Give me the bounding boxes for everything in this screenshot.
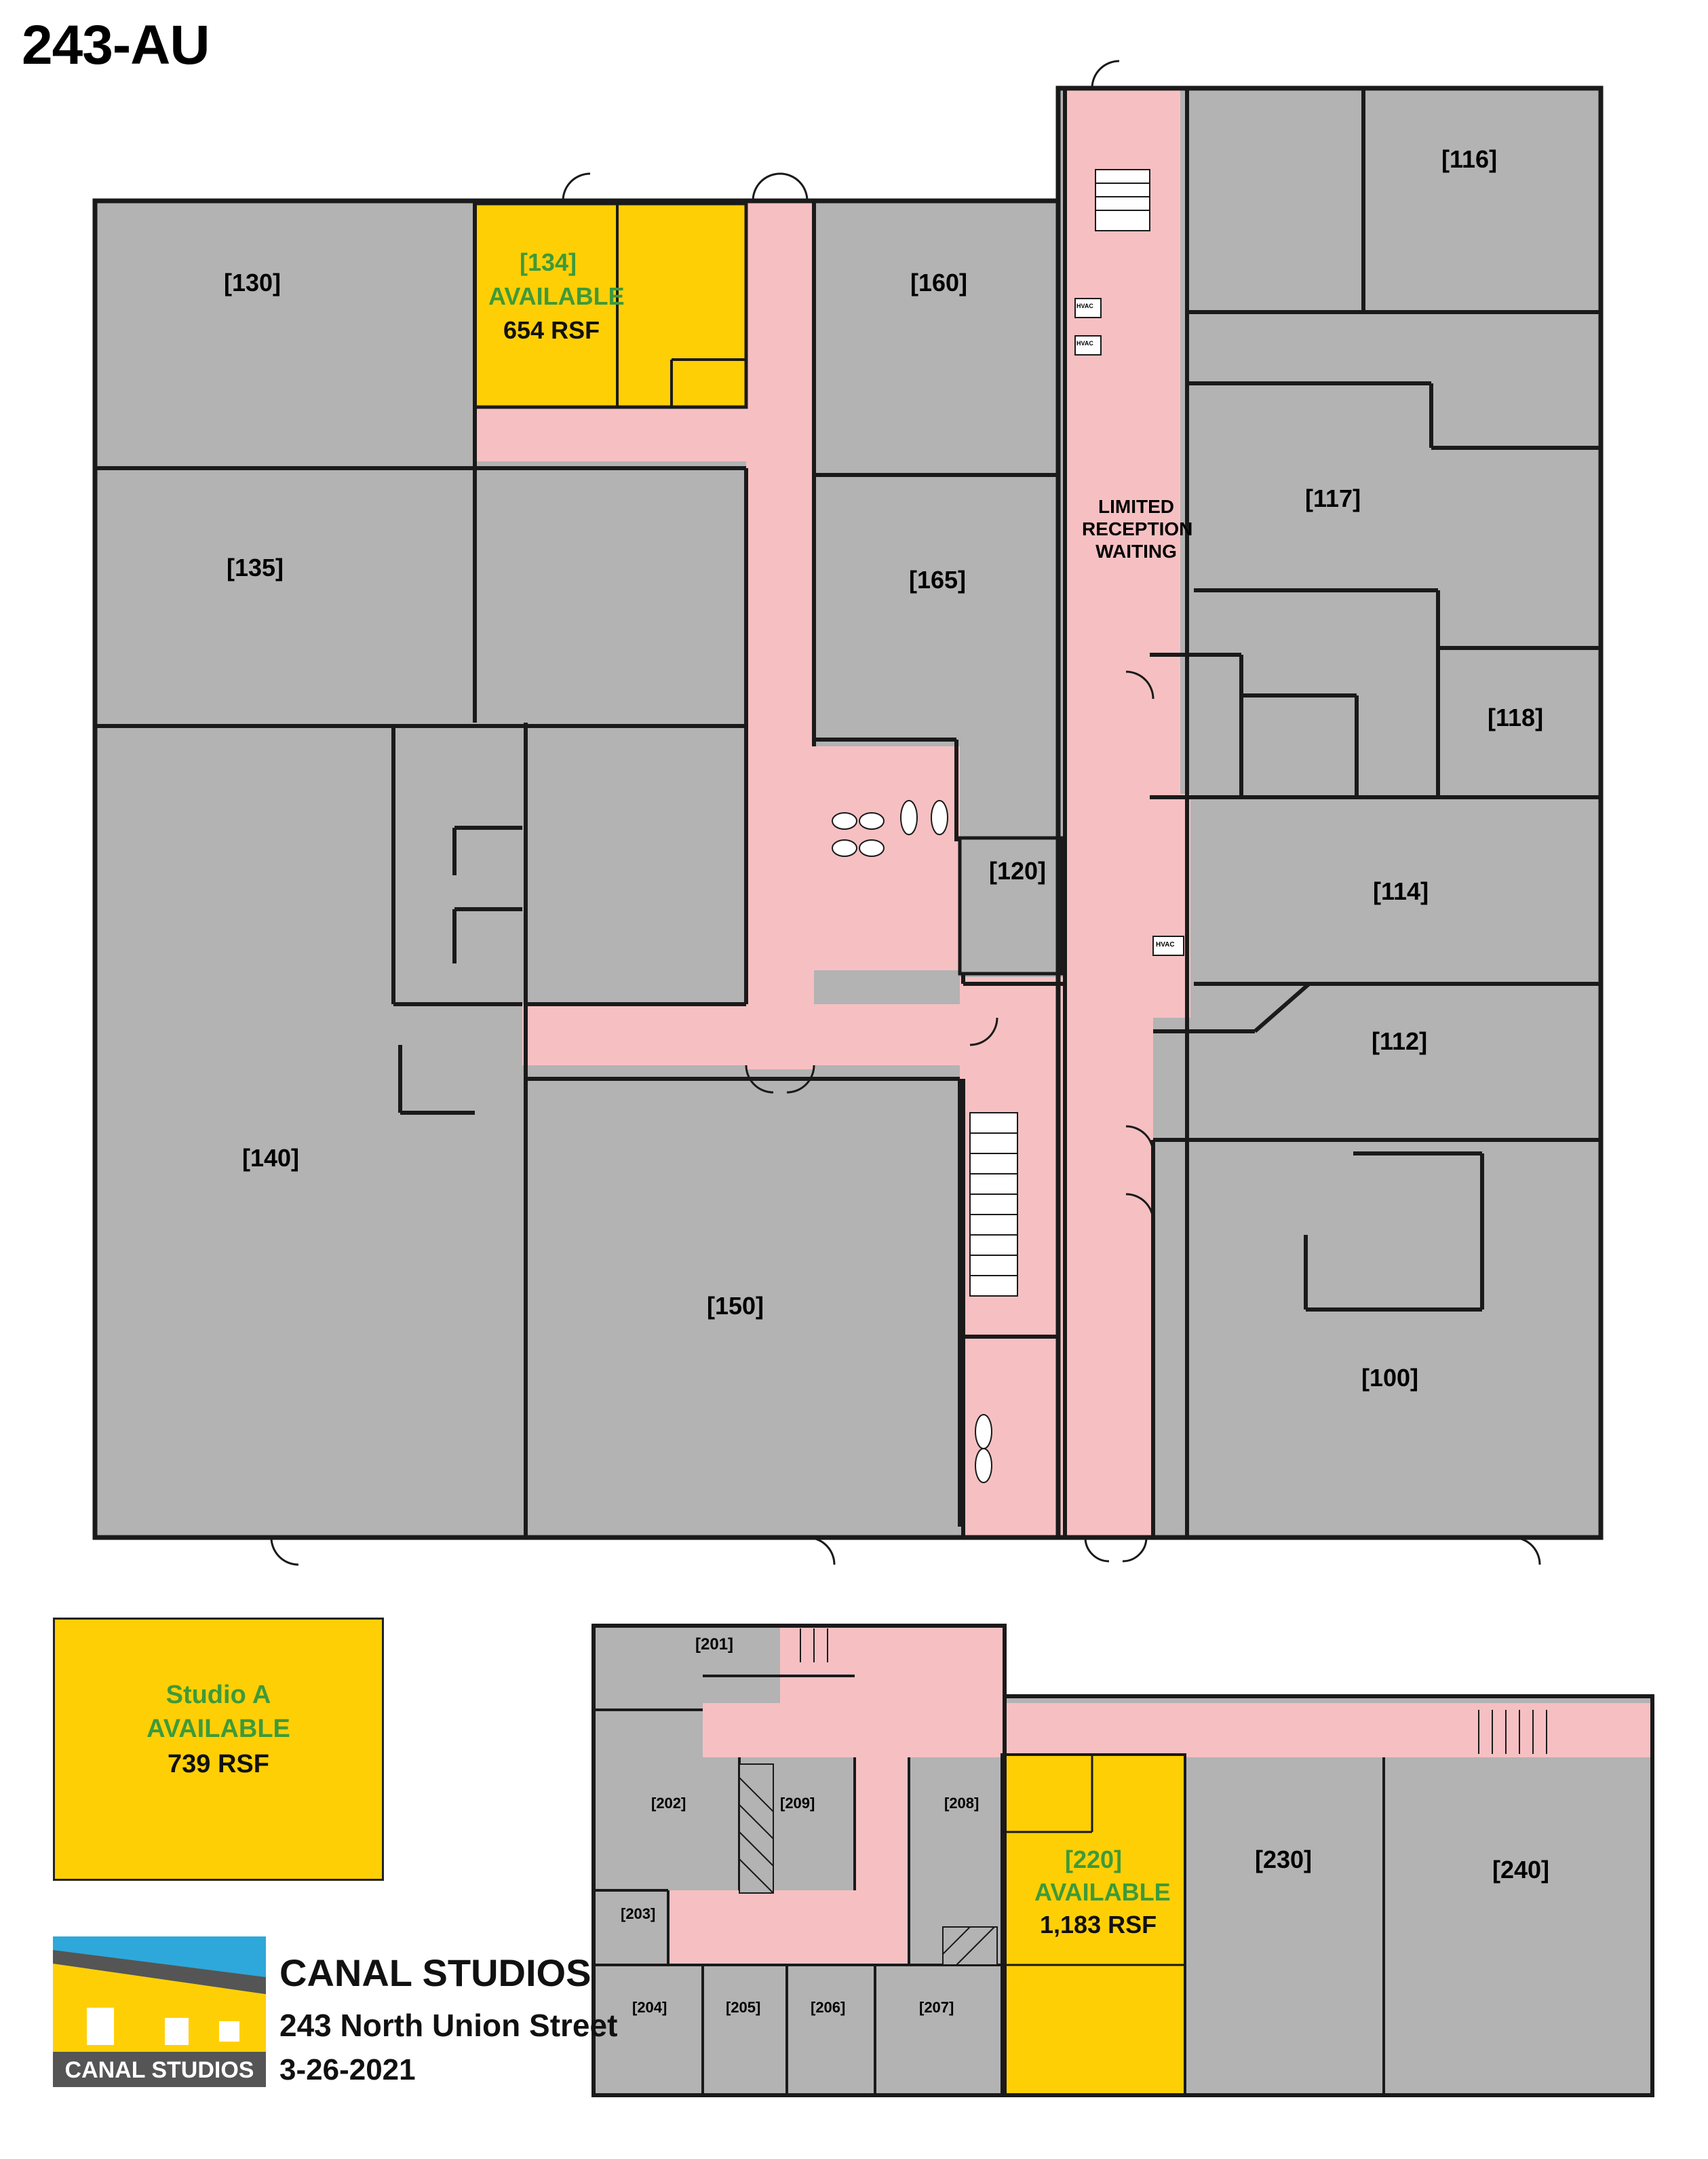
- reception-label: LIMITED RECEPTION WAITING: [1082, 495, 1193, 562]
- reception-line-1: LIMITED: [1098, 496, 1174, 517]
- suite-220-status: AVAILABLE: [1034, 1878, 1171, 1906]
- studio-a-status: AVAILABLE: [147, 1715, 290, 1743]
- brand-name: CANAL STUDIOS: [279, 1951, 591, 1994]
- room-label-117: [117]: [1305, 484, 1361, 512]
- sheet-title: 243-AU: [22, 14, 210, 76]
- room-120-box: [958, 836, 1064, 976]
- canal-studios-logo: ★ CANAL STUDIOS: [53, 1936, 266, 2087]
- room-label-160: [160]: [910, 269, 968, 297]
- room-label-207: [207]: [919, 1999, 954, 2016]
- corridor: [475, 88, 1190, 1537]
- corridor-second-floor: [668, 1626, 1652, 1965]
- suite-220-number: [220]: [1065, 1846, 1123, 1873]
- room-label-202: [202]: [651, 1795, 686, 1812]
- svg-text:★: ★: [100, 1978, 114, 1995]
- door-swings: [270, 60, 1541, 1566]
- hvac-units: [1074, 298, 1184, 956]
- room-label-165: [165]: [909, 566, 967, 594]
- room-label-100: [100]: [1361, 1364, 1419, 1392]
- room-label-114: [114]: [1373, 877, 1429, 905]
- hvac-label: HVAC: [1076, 303, 1093, 309]
- room-label-118: [118]: [1488, 704, 1544, 731]
- suite-220-size: 1,183 RSF: [1040, 1911, 1157, 1938]
- room-label-206: [206]: [811, 1999, 846, 2016]
- studio-a-size: 739 RSF: [168, 1750, 269, 1778]
- room-label-150: [150]: [707, 1292, 764, 1320]
- brand-date: 3-26-2021: [279, 2053, 416, 2086]
- room-label-140: [140]: [242, 1144, 300, 1172]
- reception-line-2: RECEPTION: [1082, 518, 1193, 539]
- logo-text: CANAL STUDIOS: [64, 2057, 254, 2083]
- hvac-label: HVAC: [1156, 941, 1175, 949]
- stairs-second-floor: [800, 1628, 1547, 1754]
- logo-building-graphic: ★: [53, 1950, 266, 2087]
- suite-134-number: [134]: [520, 248, 577, 276]
- room-label-209: [209]: [780, 1795, 815, 1812]
- reception-line-3: WAITING: [1095, 541, 1177, 562]
- room-label-240: [240]: [1492, 1856, 1550, 1884]
- room-label-120: [120]: [989, 857, 1047, 885]
- hvac-label: HVAC: [1076, 340, 1093, 347]
- suite-220-area: [1001, 1753, 1186, 2097]
- suite-134-status: AVAILABLE: [488, 282, 625, 310]
- room-label-204: [204]: [632, 1999, 667, 2016]
- room-label-112: [112]: [1372, 1027, 1428, 1055]
- room-label-230: [230]: [1255, 1846, 1313, 1873]
- room-label-130: [130]: [224, 269, 282, 297]
- room-label-116: [116]: [1441, 145, 1498, 173]
- room-label-201: [201]: [695, 1635, 734, 1654]
- interior-walls-east: [1063, 88, 1601, 1537]
- brand-address: 243 North Union Street: [279, 2008, 618, 2043]
- hatched-shaft: [739, 1763, 998, 1966]
- studio-a-name: Studio A: [166, 1681, 271, 1709]
- room-label-135: [135]: [227, 554, 284, 581]
- stairs: [969, 169, 1150, 1297]
- room-label-208: [208]: [944, 1795, 979, 1812]
- room-label-203: [203]: [621, 1905, 656, 1922]
- restroom-fixtures: [832, 800, 992, 1483]
- studio-a-card: Studio A AVAILABLE 739 RSF: [53, 1618, 384, 1881]
- suite-134-size: 654 RSF: [503, 316, 600, 344]
- room-label-205: [205]: [726, 1999, 761, 2016]
